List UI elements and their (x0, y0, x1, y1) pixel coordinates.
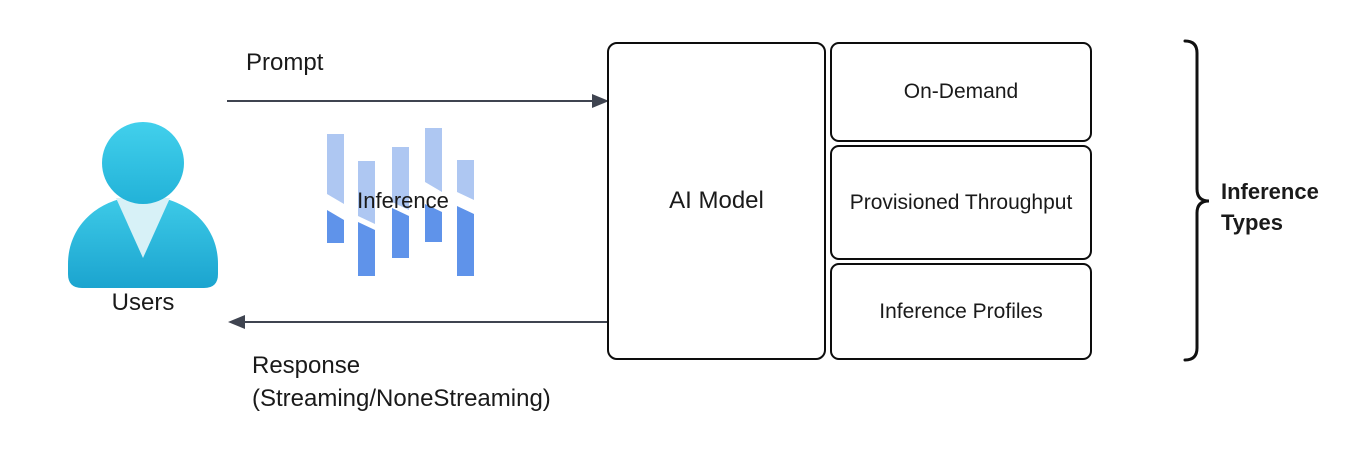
user-collar (116, 198, 170, 258)
inference-type-label: On-Demand (903, 80, 1019, 103)
inference-type-box-inference-profiles: Inference Profiles (830, 263, 1092, 360)
inference-type-label: Inference Profiles (879, 299, 1043, 323)
ai-model-label: AI Model (669, 187, 764, 214)
user-icon (68, 122, 218, 288)
user-head (102, 122, 184, 204)
inference-type-box-on-demand: On-Demand (830, 42, 1092, 142)
inference-label: Inference (357, 188, 449, 213)
prompt-label: Prompt (246, 49, 324, 76)
inference-bars-icon (327, 128, 474, 276)
response-label-line1: Response (252, 352, 361, 379)
inference-types-label-line1: Inference (1221, 179, 1319, 204)
curly-brace-icon (1183, 39, 1210, 362)
inference-types-label: Inference Types (1221, 176, 1319, 238)
left-arrow-icon (228, 315, 608, 329)
ai-model-box: AI Model (607, 42, 826, 360)
users-label: Users (111, 289, 175, 316)
response-label: Response (Streaming/NoneStreaming) (252, 349, 551, 415)
inference-types-label-line2: Types (1221, 210, 1283, 235)
right-arrow-icon (227, 94, 609, 108)
inference-type-label: Provisioned Throughput (849, 190, 1073, 214)
inference-type-box-provisioned-throughput: Provisioned Throughput (830, 145, 1092, 260)
response-label-line2: (Streaming/NoneStreaming) (252, 385, 551, 412)
